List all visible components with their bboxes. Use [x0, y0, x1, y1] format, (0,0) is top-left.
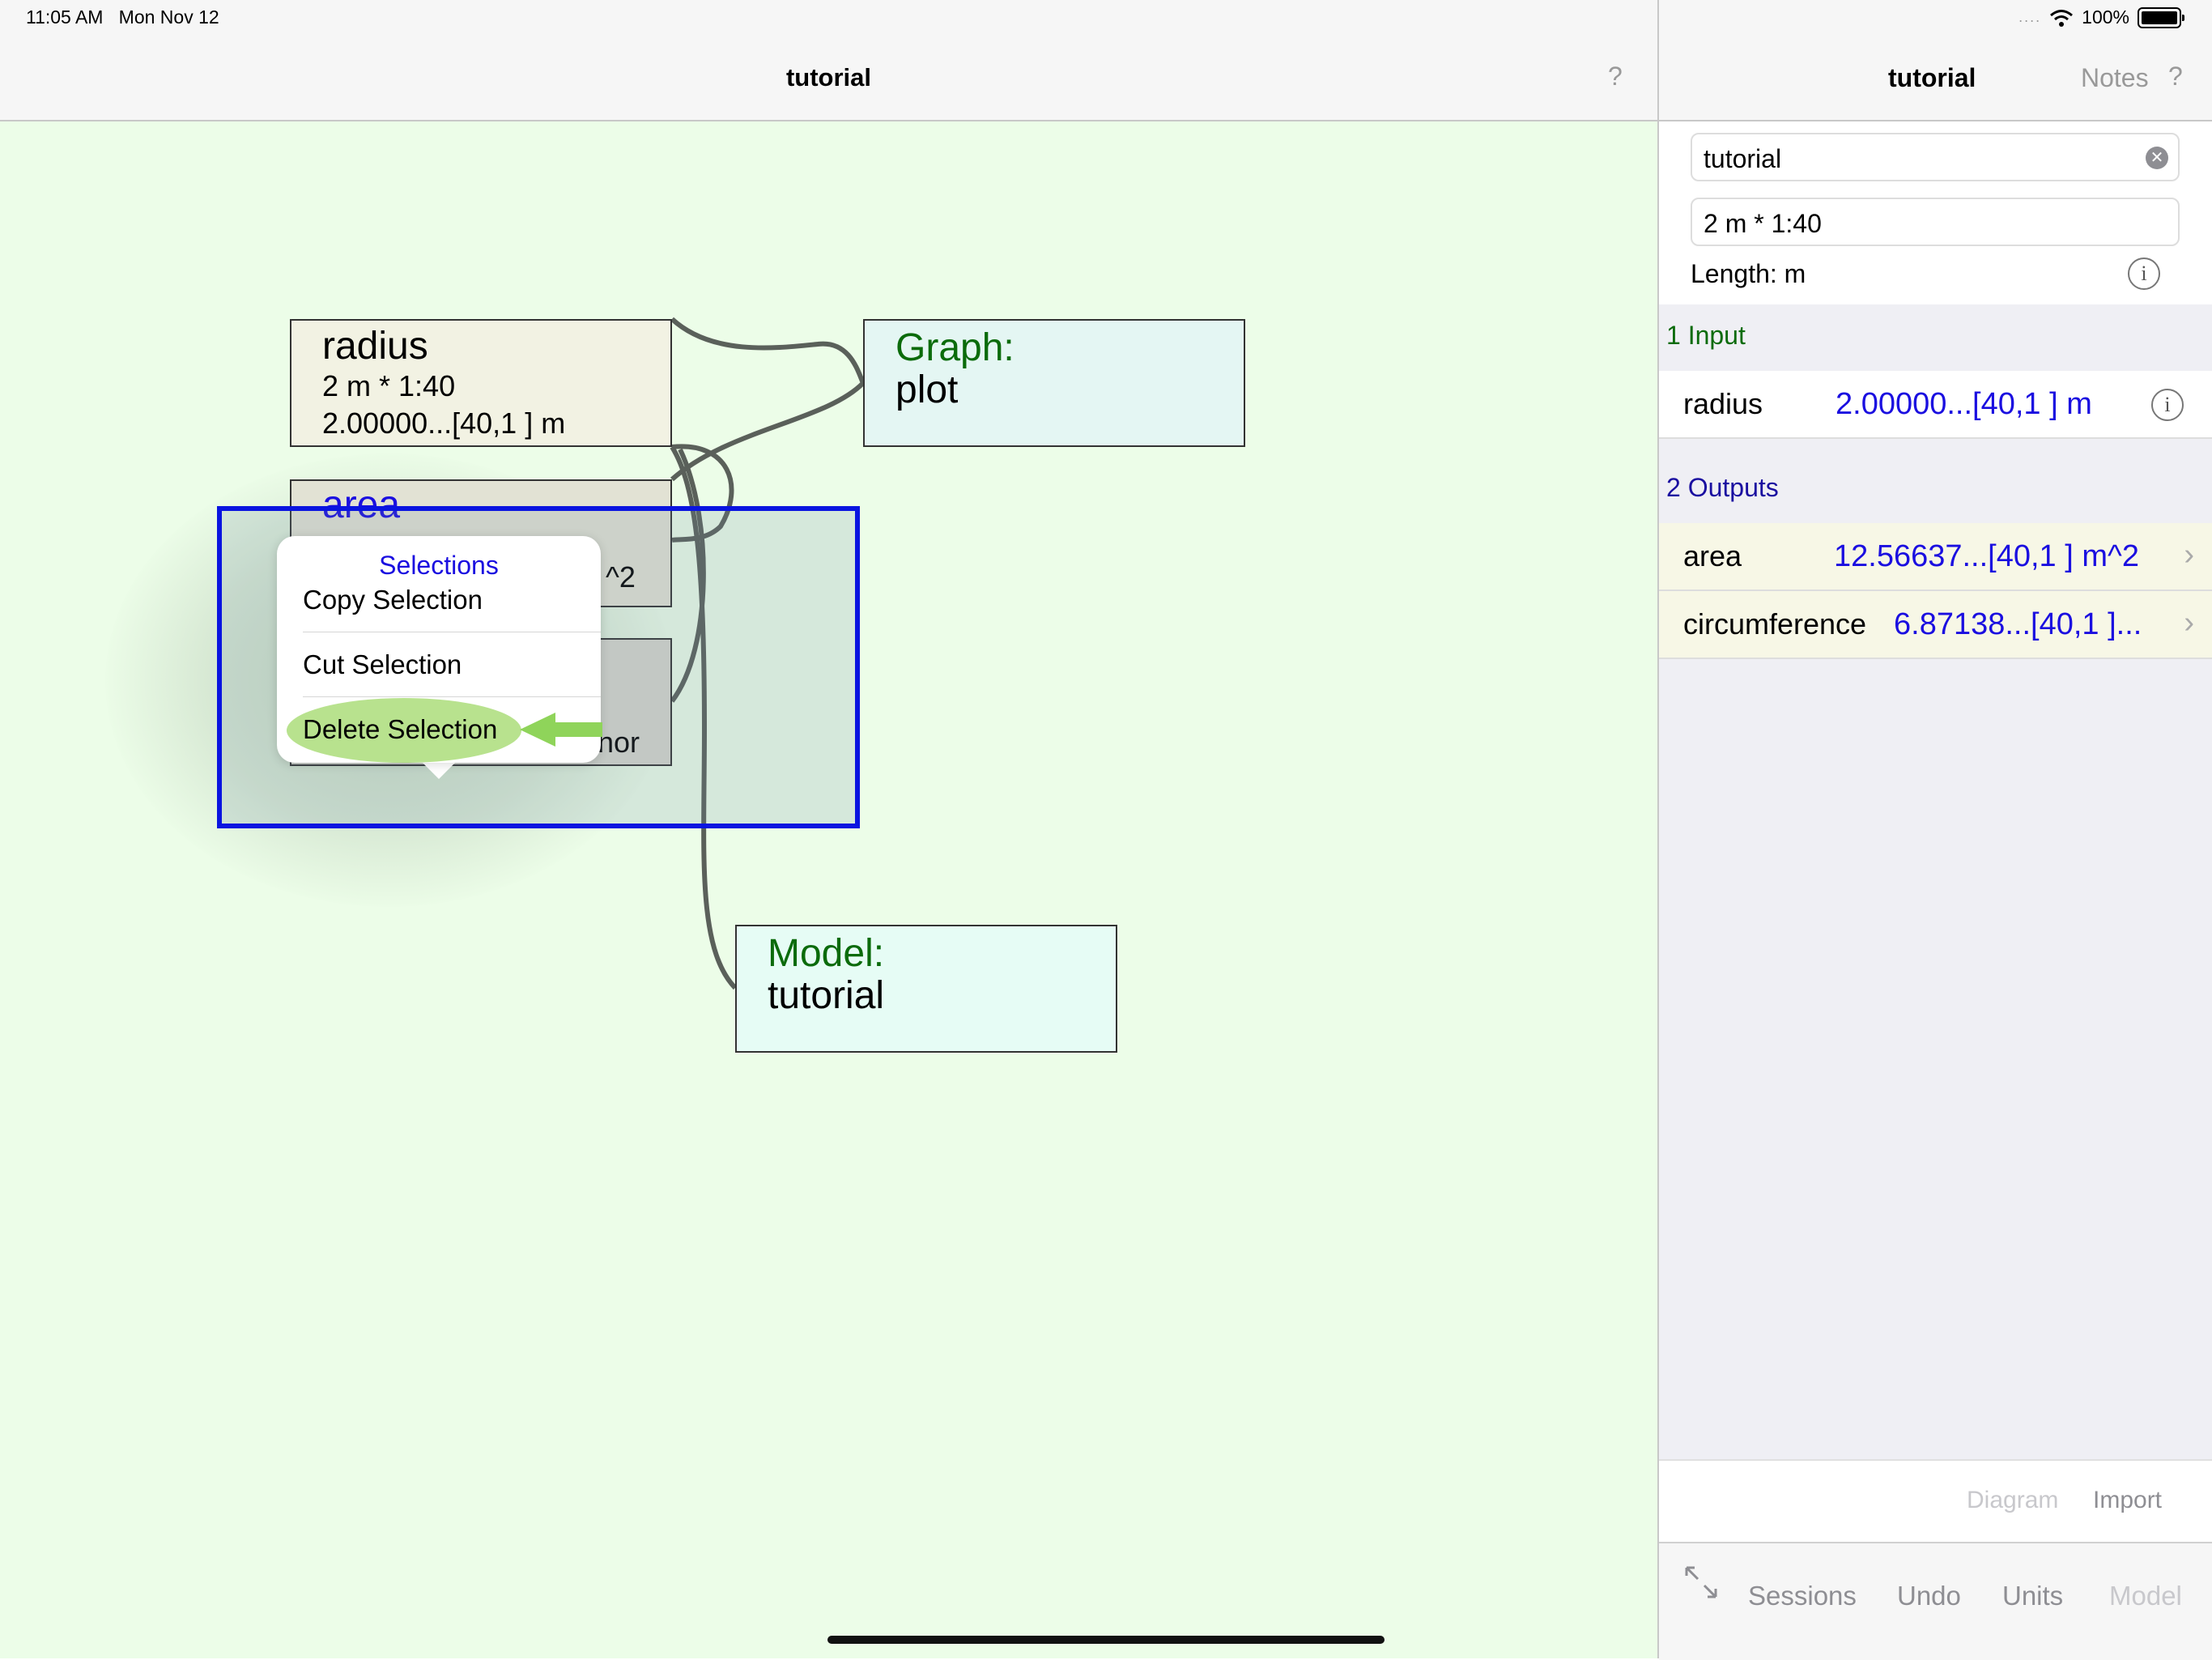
node-model[interactable]: Model: tutorial: [735, 925, 1117, 1053]
connector-radius-graph: [670, 317, 866, 385]
node-radius[interactable]: radius 2 m * 1:40 2.00000...[40,1 ] m: [290, 319, 672, 447]
import-button[interactable]: Import: [2093, 1487, 2163, 1513]
model-button[interactable]: Model: [2109, 1581, 2182, 1611]
battery-percent: 100%: [2082, 6, 2129, 28]
outputs-header: 2 Outputs: [1666, 473, 1779, 502]
diagram-button[interactable]: Diagram: [1967, 1487, 2059, 1513]
inputs-header: 1 Input: [1666, 321, 1746, 350]
clear-icon[interactable]: ✕: [2146, 147, 2168, 169]
help-button[interactable]: ?: [1608, 62, 1623, 91]
node-area-partial-value: ^2: [606, 560, 636, 594]
delete-selection-item[interactable]: Delete Selection: [303, 714, 498, 744]
output-value: 12.56637...[40,1 ] m^2: [1834, 539, 2139, 573]
input-row-radius[interactable]: radius 2.00000...[40,1 ] m i: [1659, 371, 2212, 439]
delete-highlight: [287, 698, 521, 763]
cut-selection-item[interactable]: Cut Selection: [303, 649, 462, 679]
node-radius-value: 2.00000...[40,1 ] m: [322, 406, 566, 440]
info-icon[interactable]: i: [2128, 258, 2160, 290]
output-name: area: [1683, 539, 1742, 572]
node-radius-formula: 2 m * 1:40: [322, 369, 456, 402]
main-toolbar: Sessions Undo Units Model: [1659, 1542, 2212, 1660]
node-model-title: Model:: [768, 932, 885, 975]
info-icon[interactable]: i: [2151, 389, 2184, 421]
connector-model: [670, 445, 738, 990]
node-model-subtitle: tutorial: [768, 974, 885, 1017]
menu-divider: [303, 696, 601, 697]
name-field[interactable]: tutorial: [1691, 133, 2180, 181]
connector-area-graph: [670, 381, 866, 482]
output-row-circumference[interactable]: circumference 6.87138...[40,1 ]... ›: [1659, 591, 2212, 659]
inspector-help-button[interactable]: ?: [2168, 62, 2183, 91]
formula-field[interactable]: 2 m * 1:40: [1691, 198, 2180, 246]
chevron-right-icon: ›: [2184, 538, 2194, 572]
expand-icon[interactable]: [1683, 1564, 1719, 1600]
status-time: 11:05 AM Mon Nov 12: [26, 6, 219, 28]
notes-button[interactable]: Notes: [2081, 63, 2149, 92]
copy-selection-item[interactable]: Copy Selection: [303, 585, 483, 615]
secondary-toolbar: Diagram Import: [1659, 1459, 2212, 1543]
status-clock: 11:05 AM: [26, 6, 104, 28]
node-area-title: area: [322, 483, 401, 526]
home-indicator: [827, 1636, 1385, 1644]
connector-radius-area-loop: [671, 444, 734, 543]
signal-dots: ....: [2018, 9, 2042, 25]
menu-title: Selections: [379, 551, 499, 580]
page-title: tutorial: [785, 63, 872, 92]
unit-label: Length: m: [1691, 259, 1806, 288]
sessions-button[interactable]: Sessions: [1748, 1581, 1857, 1611]
output-value: 6.87138...[40,1 ]...: [1894, 607, 2142, 641]
diagram-canvas[interactable]: [0, 0, 1657, 1658]
battery-icon: [2138, 6, 2184, 28]
popover-arrow: [421, 761, 457, 779]
connection-lines: [670, 317, 866, 990]
node-graph[interactable]: Graph: plot: [863, 319, 1245, 447]
node-circumference-partial-value: nor: [598, 726, 640, 759]
right-navigation-bar: [1659, 0, 2212, 121]
output-row-area[interactable]: area 12.56637...[40,1 ] m^2 ›: [1659, 523, 2212, 591]
input-name: radius: [1683, 387, 1763, 420]
node-graph-subtitle: plot: [895, 368, 959, 411]
inspector-title: tutorial: [1888, 63, 1976, 92]
status-indicators: .... 100%: [2018, 6, 2184, 28]
connector-circ-loop: [670, 448, 706, 703]
left-arrow-icon: [520, 713, 602, 747]
chevron-right-icon: ›: [2184, 606, 2194, 640]
wifi-icon: [2050, 9, 2074, 27]
undo-button[interactable]: Undo: [1897, 1581, 1961, 1611]
left-navigation-bar: [0, 0, 1657, 121]
node-graph-title: Graph:: [895, 326, 1015, 369]
status-date: Mon Nov 12: [118, 6, 219, 28]
units-button[interactable]: Units: [2002, 1581, 2064, 1611]
node-radius-title: radius: [322, 325, 428, 368]
input-value: 2.00000...[40,1 ] m: [1836, 387, 2092, 421]
output-name: circumference: [1683, 607, 1867, 641]
